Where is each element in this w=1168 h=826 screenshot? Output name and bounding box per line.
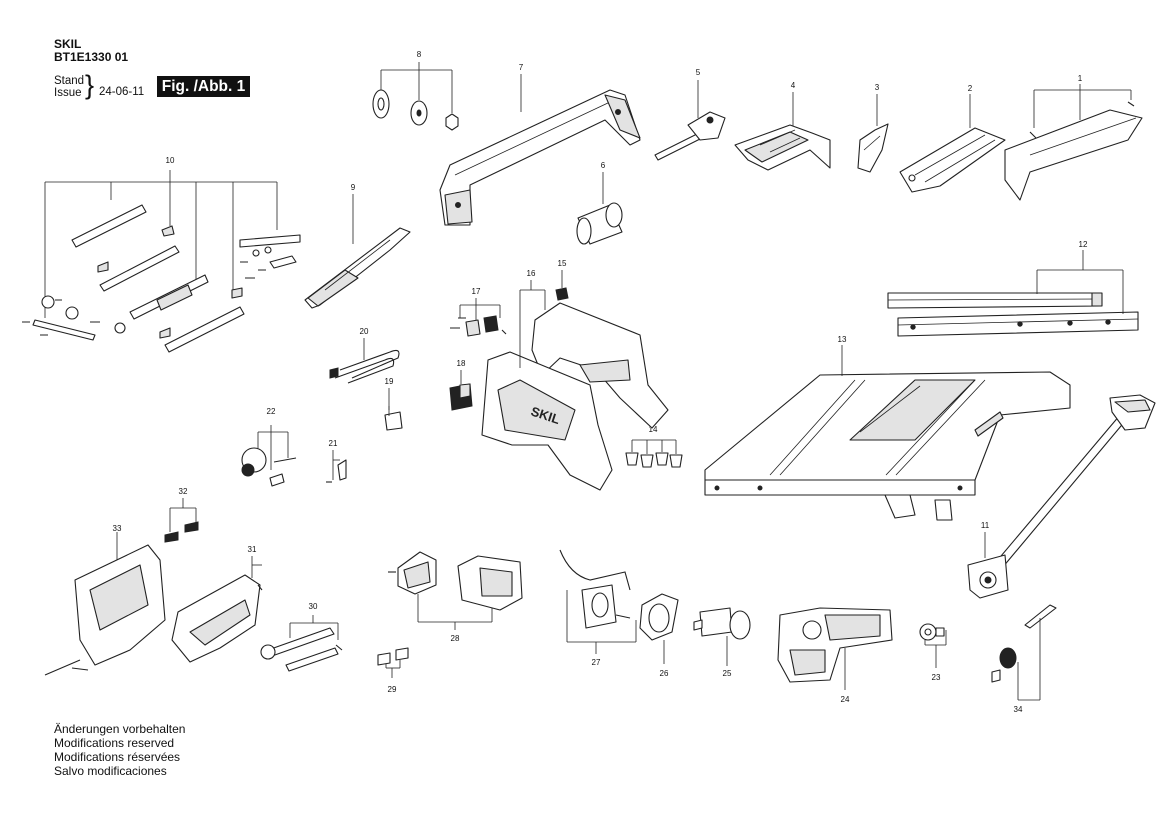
part-22-bevel-knob: 22	[241, 407, 297, 487]
part-33-lower-guard: 33	[44, 524, 166, 676]
figure-label: Fig. /Abb. 1	[157, 76, 250, 97]
part-9-push-stick: 9	[304, 183, 411, 309]
part-label-27: 27	[592, 658, 601, 667]
footer-line-fr: Modifications réservées	[54, 750, 181, 764]
part-20-cable-harness: 20	[329, 327, 400, 384]
part-3-kickback-pawl: 3	[857, 83, 889, 173]
part-label-29: 29	[388, 685, 397, 694]
part-label-8: 8	[417, 50, 422, 59]
part-label-2: 2	[968, 84, 973, 93]
part-23-bearing: 23	[919, 623, 947, 682]
part-label-3: 3	[875, 83, 880, 92]
part-25-armature: 25	[693, 607, 751, 678]
part-4-fence-holder: 4	[734, 81, 831, 171]
part-34-hex-key-knob: 34	[991, 604, 1057, 714]
brand-name: SKIL	[54, 37, 82, 51]
footer-notice: Änderungen vorbehalten Modifications res…	[54, 722, 185, 778]
part-5-miter-gauge: 5	[654, 68, 726, 161]
part-label-19: 19	[385, 377, 394, 386]
part-label-24: 24	[841, 695, 850, 704]
issue-label: Issue	[54, 87, 82, 99]
part-label-20: 20	[360, 327, 369, 336]
part-label-18: 18	[457, 359, 466, 368]
part-8-blade-flange: 8	[372, 50, 459, 131]
part-label-11: 11	[981, 521, 990, 530]
part-label-14: 14	[649, 425, 658, 434]
part-29-brushes: 29	[377, 647, 409, 694]
part-label-25: 25	[723, 669, 732, 678]
part-12-extension-rails: 12	[887, 240, 1139, 337]
footer-line-de: Änderungen vorbehalten	[54, 722, 186, 736]
part-18-switch: 18	[449, 359, 473, 411]
stand-label: Stand	[54, 75, 85, 87]
part-7-main-frame: 7	[439, 63, 641, 226]
part-label-12: 12	[1079, 240, 1088, 249]
part-label-16: 16	[527, 269, 536, 278]
part-label-6: 6	[601, 161, 606, 170]
part-14-rubber-feet: 14	[625, 425, 683, 468]
part-label-31: 31	[248, 545, 257, 554]
part-24-gear-housing: 24	[777, 607, 893, 704]
part-label-26: 26	[660, 669, 669, 678]
part-15-clip: 15	[555, 259, 569, 301]
part-label-34: 34	[1014, 705, 1023, 714]
part-label-1: 1	[1078, 74, 1083, 83]
part-label-28: 28	[451, 634, 460, 643]
part-16-housing: SKIL 16	[481, 269, 669, 491]
footer-line-es: Salvo modificaciones	[54, 764, 167, 778]
part-label-13: 13	[838, 335, 847, 344]
part-label-30: 30	[309, 602, 318, 611]
issue-date: 24-06-11	[99, 86, 145, 98]
part-label-15: 15	[558, 259, 567, 268]
part-1-blade-guard: 1	[1004, 74, 1143, 201]
part-19-connector: 19	[384, 377, 403, 431]
part-26-baffle: 26	[639, 593, 679, 678]
part-label-4: 4	[791, 81, 796, 90]
part-13-table-top: 13	[704, 335, 1071, 521]
part-2-riving-knife: 2	[899, 84, 1006, 193]
part-10-stand-rods: 10	[22, 156, 301, 353]
part-21-bracket: 21	[326, 439, 347, 483]
part-label-10: 10	[166, 156, 175, 165]
part-31-blade-cover: 31	[171, 545, 263, 663]
part-28-motor-housing: 28	[388, 551, 523, 643]
footer-line-en: Modifications reserved	[54, 736, 175, 750]
part-label-17: 17	[472, 287, 481, 296]
part-label-23: 23	[932, 673, 941, 682]
part-label-32: 32	[179, 487, 188, 496]
part-27-stator: 27	[559, 549, 637, 667]
part-17-switch-parts: 17	[450, 287, 507, 337]
part-6-dust-adapter: 6	[576, 161, 623, 245]
part-label-33: 33	[113, 524, 122, 533]
model-number: BT1E1330 01	[54, 50, 129, 64]
part-label-7: 7	[519, 63, 524, 72]
part-32-clips: 32	[164, 487, 199, 543]
part-11-fence-lever: 11	[967, 394, 1156, 599]
part-label-21: 21	[329, 439, 338, 448]
part-label-9: 9	[351, 183, 356, 192]
part-label-5: 5	[696, 68, 701, 77]
brace-symbol: }	[85, 70, 95, 100]
part-30-wrenches: 30	[260, 602, 343, 672]
part-label-22: 22	[267, 407, 276, 416]
